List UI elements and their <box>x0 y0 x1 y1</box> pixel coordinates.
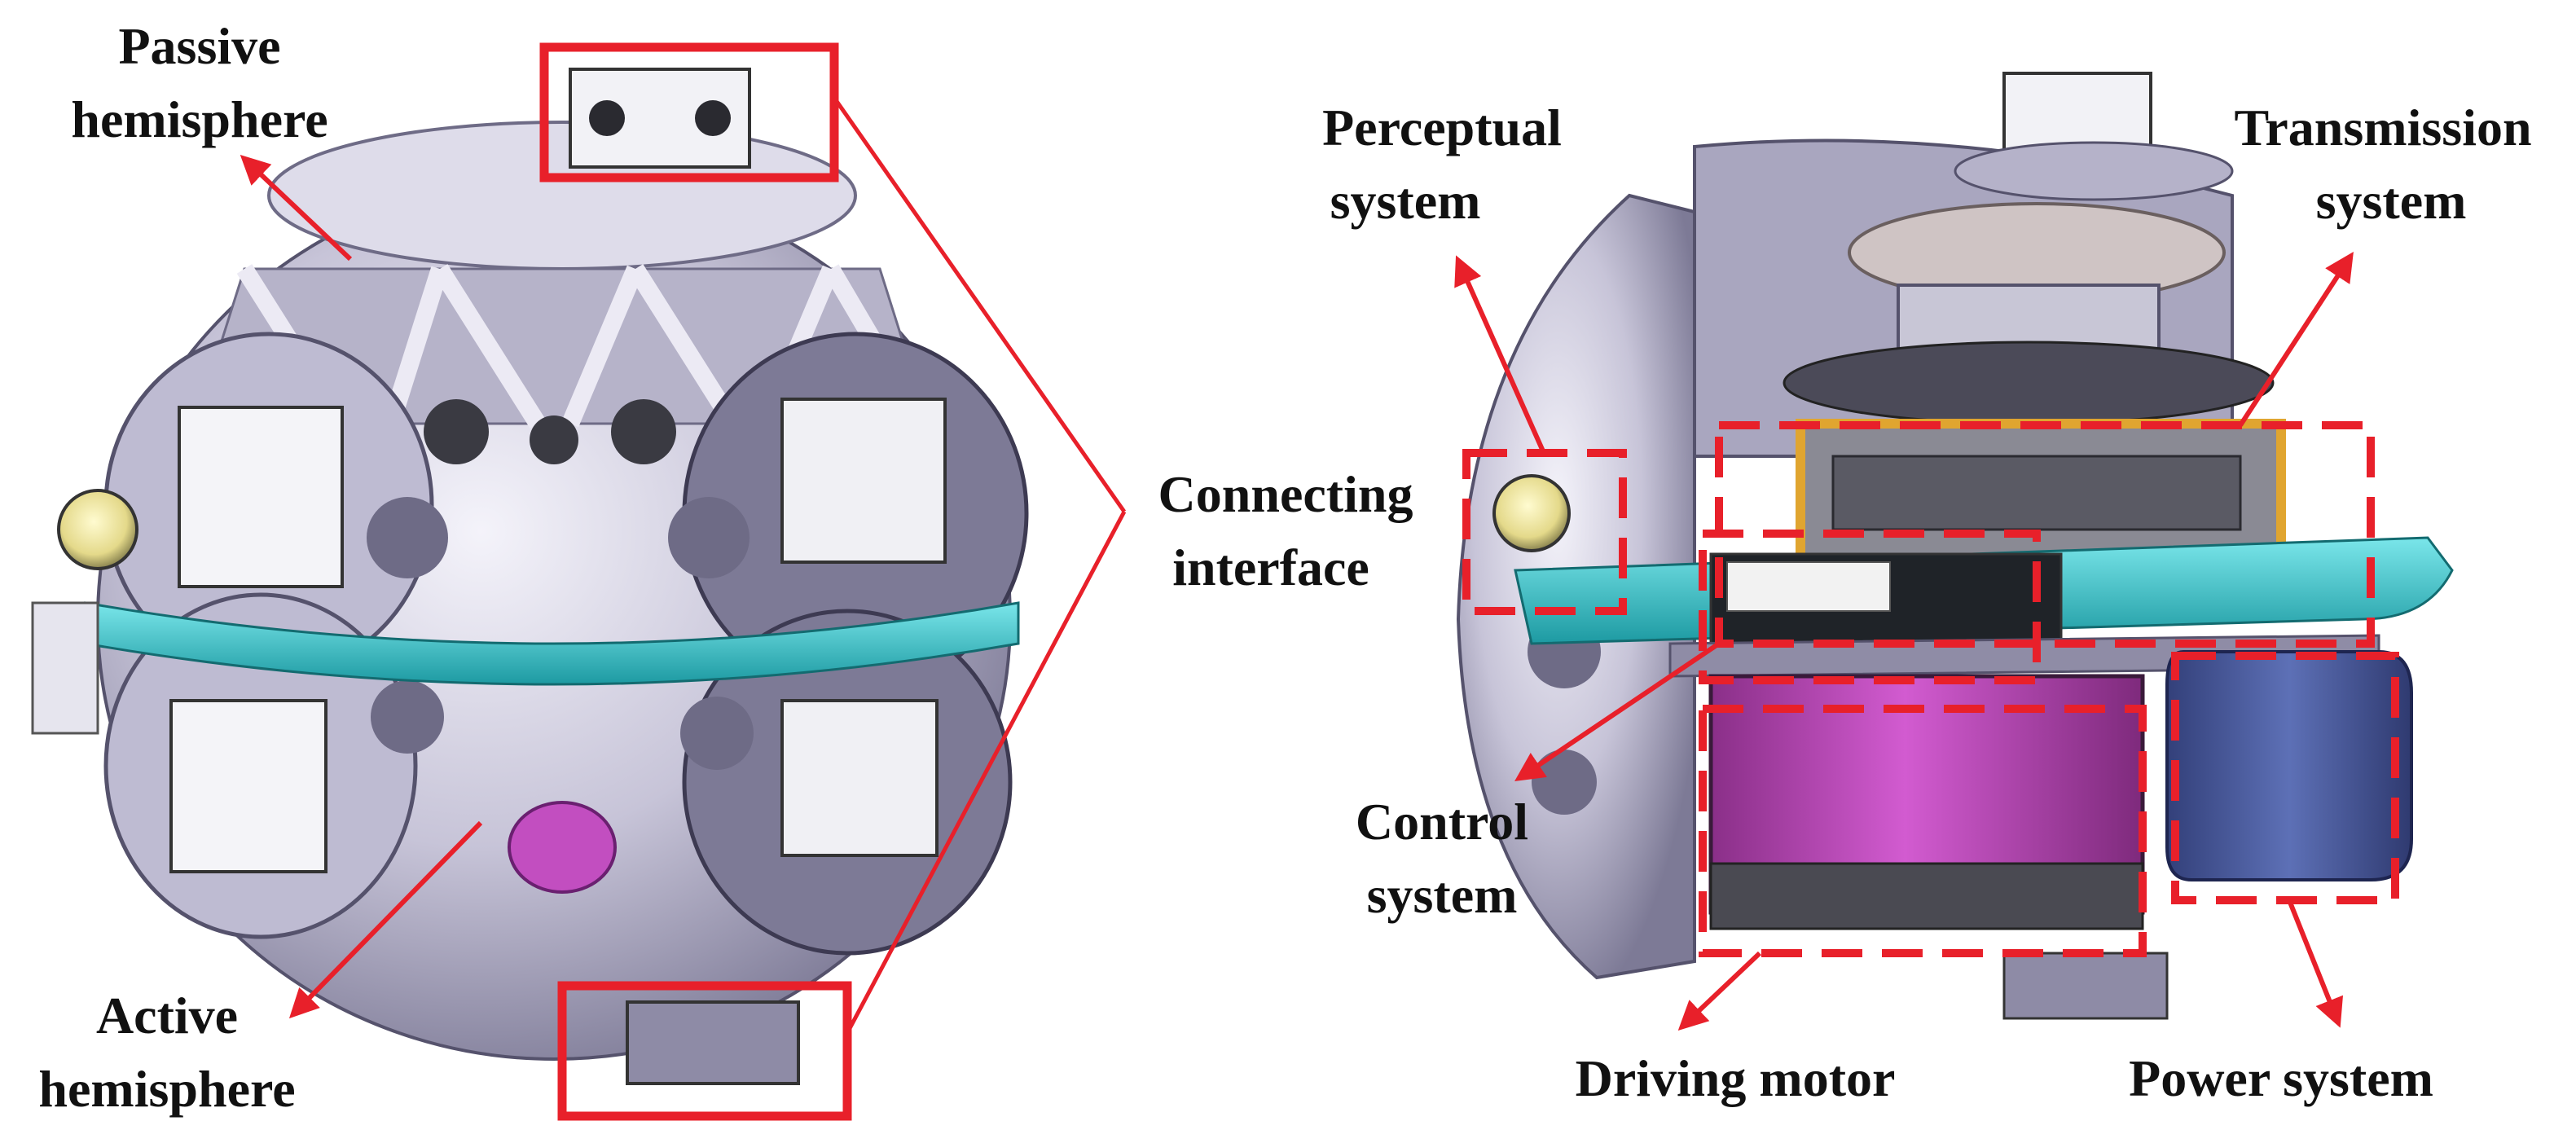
transmission-plate <box>1783 341 2275 425</box>
left-motor-window <box>508 801 617 894</box>
annotations <box>240 42 2399 1121</box>
battery-pack <box>2165 650 2413 881</box>
side-hole <box>680 697 754 770</box>
label-transmission-line2: system <box>2316 172 2467 230</box>
left-top-cap <box>267 121 857 270</box>
side-hole <box>371 680 444 754</box>
label-power-system: Power system <box>2129 1049 2433 1107</box>
right-top-latch <box>2002 72 2152 156</box>
arrow-perceptual <box>1454 255 1546 455</box>
label-control-line2: system <box>1367 866 1518 924</box>
bottom-interface-box <box>557 981 852 1121</box>
motor-dashed-box <box>1699 705 2147 957</box>
label-active-line1: Active <box>96 987 238 1044</box>
left-side-block <box>31 601 99 735</box>
label-control-line1: Control <box>1356 793 1528 851</box>
right-sensor <box>1492 474 1571 552</box>
left-window-hole <box>424 399 489 464</box>
label-passive-line1: Passive <box>118 17 280 75</box>
side-hole <box>668 497 750 578</box>
right-bottom-latch <box>2002 952 2169 1020</box>
left-latch-upper <box>178 406 344 588</box>
label-connecting-line1: Connecting <box>1158 465 1413 523</box>
label-active-line2: hemisphere <box>38 1060 295 1118</box>
label-transmission-line1: Transmission <box>2234 99 2531 156</box>
left-bottom-latch <box>626 1000 800 1085</box>
arrow-transmission <box>2238 251 2354 427</box>
right-latch-lower <box>780 699 939 857</box>
arrow-active-hemisphere <box>288 820 483 1019</box>
left-latch-lower <box>169 699 327 873</box>
left-window-hole <box>611 399 676 464</box>
power-dashed-box <box>2171 652 2399 904</box>
right-latch-upper <box>780 398 947 564</box>
arrow-passive-hemisphere <box>240 155 353 262</box>
arrow-power-system <box>2287 899 2344 1028</box>
arrow-control <box>1514 641 1721 782</box>
label-passive-line2: hemisphere <box>71 90 327 148</box>
connecting-bracket-bottom <box>845 510 1127 1035</box>
top-interface-box <box>539 42 839 182</box>
side-hole <box>367 497 448 578</box>
label-driving-motor: Driving motor <box>1576 1049 1896 1107</box>
text-labels: Passive hemisphere Active hemisphere Con… <box>38 17 2531 1118</box>
label-perceptual-line1: Perceptual <box>1322 99 1562 156</box>
left-sensor <box>57 489 138 570</box>
right-sectional-module <box>1456 72 2454 1020</box>
label-connecting-line2: interface <box>1172 539 1369 596</box>
label-perceptual-line2: system <box>1330 172 1481 230</box>
left-assembled-module <box>31 68 1029 1085</box>
left-cyan-ring <box>84 601 1020 686</box>
connecting-bracket-top <box>832 96 1127 513</box>
perceptual-dashed-box <box>1462 449 1627 615</box>
arrow-driving-motor <box>1677 951 1762 1031</box>
left-window-hole <box>530 415 578 464</box>
